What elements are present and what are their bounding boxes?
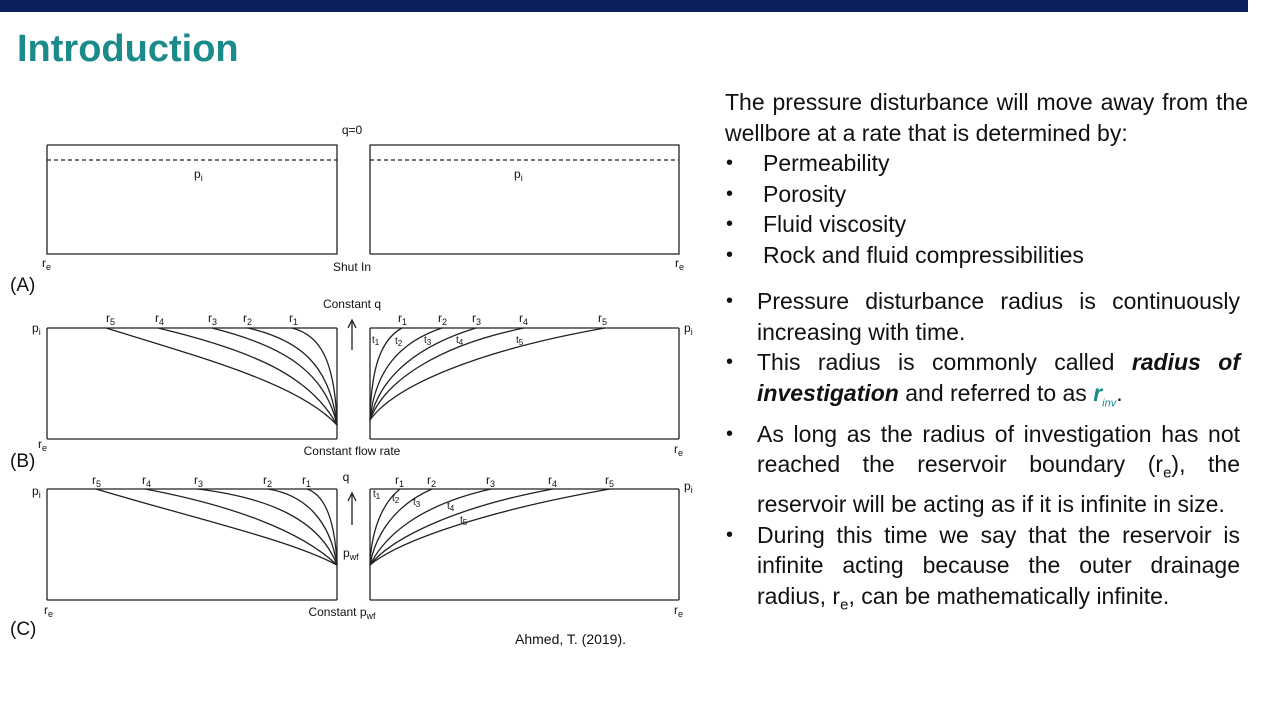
slide-title: Introduction	[17, 28, 239, 70]
factor-item: Rock and fluid compressibilities	[725, 240, 1248, 271]
panel-c-pi-left: pi	[32, 484, 41, 500]
keyword-radius-of-investigation: radius of investigation	[757, 349, 1240, 406]
panel-c-r4-left: r4	[142, 473, 151, 489]
panel-a-re-left: re	[42, 256, 51, 272]
panel-b-top-label: Constant q	[323, 297, 381, 311]
panel-c-r1-left: r1	[302, 473, 311, 489]
panel-c-r3-right: r3	[486, 473, 495, 489]
panel-c-r3-left: r3	[194, 473, 203, 489]
rinv-symbol: rinv	[1093, 379, 1117, 410]
panel-c-pwf-label: pwf	[343, 546, 359, 562]
top-bar	[0, 0, 1248, 12]
panel-a-reservoir	[46, 144, 680, 255]
panel-c-label: (C)	[10, 619, 37, 640]
factor-list: Permeability Porosity Fluid viscosity Ro…	[725, 148, 1248, 270]
point-item: During this time we say that the reservo…	[725, 520, 1240, 621]
panel-b-r5-right: r5	[598, 311, 607, 327]
panel-a-pi-left: pi	[194, 167, 203, 183]
panel-b-r4-left: r4	[155, 311, 164, 327]
panel-c-r5-right: r5	[605, 473, 614, 489]
factor-item: Permeability	[725, 148, 1248, 179]
panel-c-t2: t2	[392, 493, 400, 505]
points-list: Pressure disturbance radius is continuou…	[725, 286, 1248, 621]
pressure-diagram: q=0 Shut In pi pi re re Constant q Const…	[32, 123, 693, 621]
panel-c-r4-right: r4	[548, 473, 557, 489]
panel-c-r1-right: r1	[395, 473, 404, 489]
panel-a-pi-right: pi	[514, 167, 523, 183]
panel-c-t5: t5	[460, 515, 468, 527]
panel-b-pi-right: pi	[684, 321, 693, 337]
citation: Ahmed, T. (2019).	[515, 631, 627, 647]
panel-b-r5-left: r5	[106, 311, 115, 327]
panel-a-label: (A)	[10, 275, 36, 296]
point-item: As long as the radius of investigation h…	[725, 419, 1240, 520]
panel-b-r3-right: r3	[472, 311, 481, 327]
panel-b-r1-left: r1	[289, 311, 298, 327]
panel-b-r2-left: r2	[243, 311, 252, 327]
point-item: This radius is commonly called radius of…	[725, 347, 1240, 419]
panel-b-r4-right: r4	[519, 311, 528, 327]
intro-paragraph: The pressure disturbance will move away …	[725, 89, 1248, 146]
panel-c-top-label: q	[343, 470, 350, 484]
text-column: The pressure disturbance will move away …	[725, 87, 1248, 621]
panel-b-bottom-label: Constant flow rate	[304, 444, 401, 458]
panel-c-r2-left: r2	[263, 473, 272, 489]
panel-c-t1: t1	[373, 489, 381, 501]
panel-c-t4: t4	[447, 501, 455, 513]
factor-item: Fluid viscosity	[725, 209, 1248, 240]
panel-b-re-right: re	[674, 442, 683, 458]
panel-a-bottom-label: Shut In	[333, 260, 371, 274]
panel-c-t3: t3	[413, 497, 421, 509]
panel-b-r1-right: r1	[398, 311, 407, 327]
panel-c-r5-left: r5	[92, 473, 101, 489]
panel-b-reservoir	[46, 318, 680, 440]
panel-b-re-left: re	[38, 437, 47, 453]
panel-c-re-right: re	[674, 603, 683, 619]
panel-b-label: (B)	[10, 451, 36, 472]
panel-b-r2-right: r2	[438, 311, 447, 327]
panel-b-t5: t5	[516, 335, 524, 347]
panel-c-bottom-label: Constant pwf	[308, 605, 376, 621]
point-item: Pressure disturbance radius is continuou…	[725, 286, 1240, 347]
panel-b-t1: t1	[372, 335, 380, 347]
panel-b-t4: t4	[456, 335, 464, 347]
panel-b-pi-left: pi	[32, 321, 41, 337]
panel-a-re-right: re	[675, 256, 684, 272]
panel-b-r3-left: r3	[208, 311, 217, 327]
panel-b-t2: t2	[395, 336, 403, 348]
panel-c-pi-right: pi	[684, 479, 693, 495]
panel-c-reservoir	[46, 488, 680, 601]
panel-c-r2-right: r2	[427, 473, 436, 489]
panel-b-t3: t3	[424, 335, 432, 347]
panel-c-re-left: re	[44, 603, 53, 619]
factor-item: Porosity	[725, 179, 1248, 210]
panel-a-top-label: q=0	[342, 123, 363, 137]
